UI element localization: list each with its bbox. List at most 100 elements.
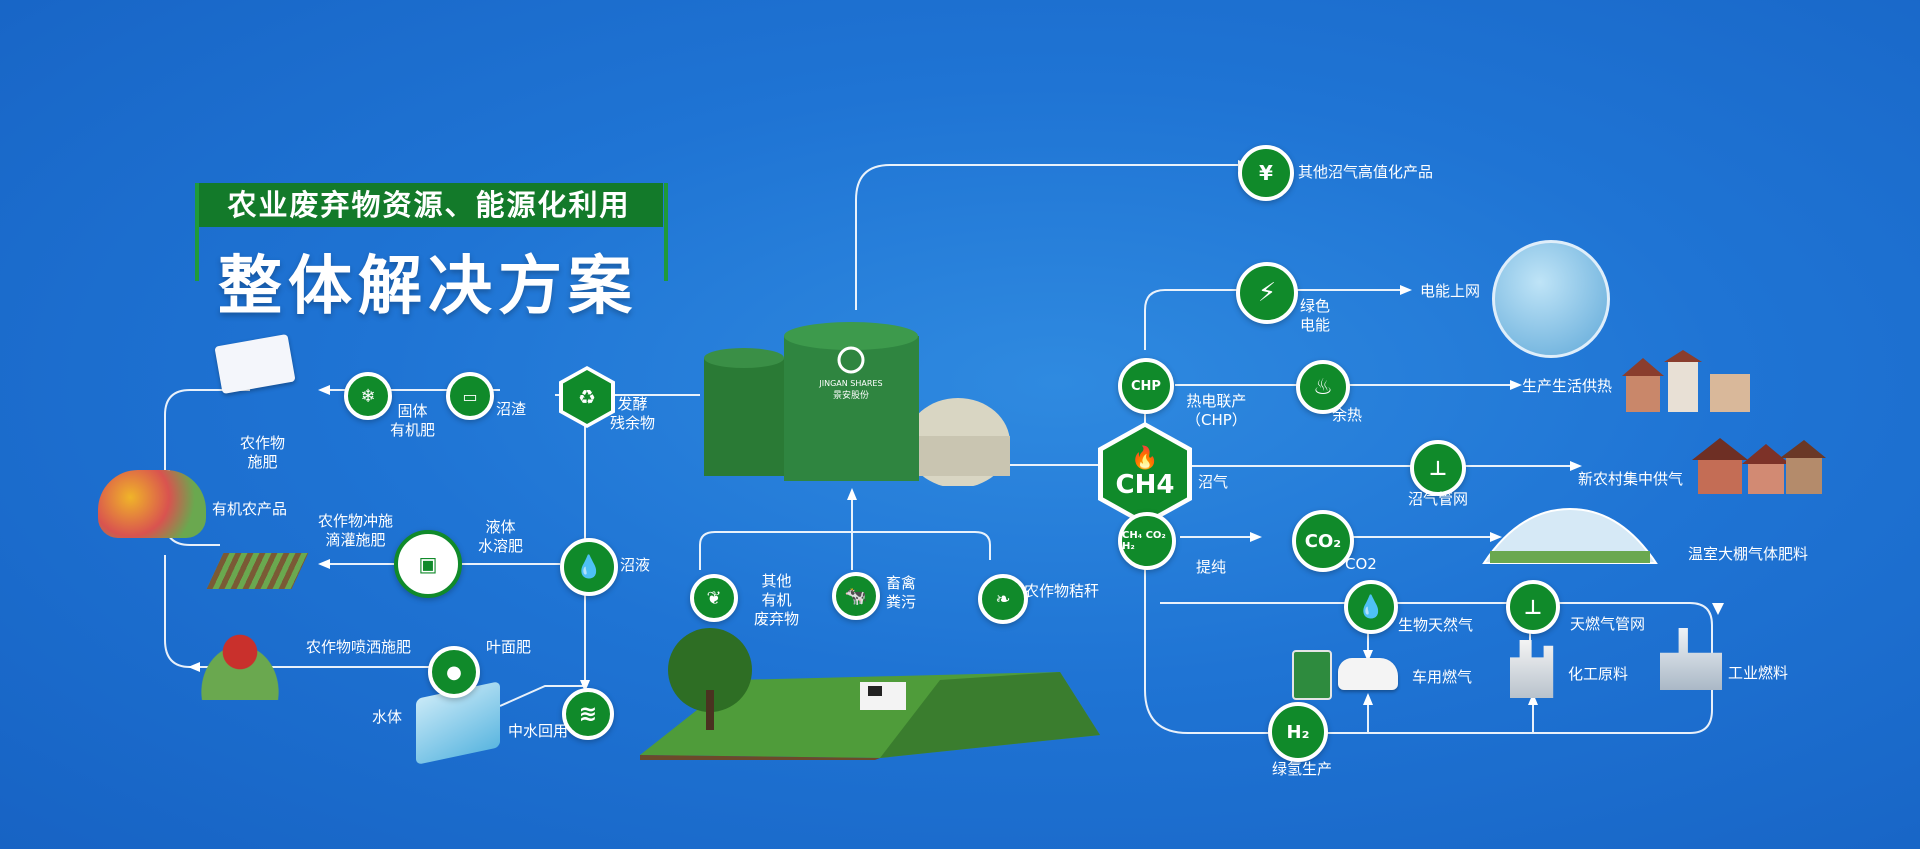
label-green-power-line1: 绿色	[1300, 297, 1331, 315]
label-village-gas: 新农村集中供气	[1578, 470, 1684, 488]
label-biogas-slurry: 沼液	[620, 556, 651, 574]
label-manure-line1: 畜禽	[886, 574, 917, 592]
lightning-icon: ⚡	[1257, 278, 1277, 308]
label-organic-waste-line3: 废弃物	[754, 610, 800, 628]
label-solid-fertilizer: 固体有机肥	[390, 402, 435, 440]
label-crop-fertilize-line2: 施肥	[247, 453, 278, 471]
pipe-joint-icon: ⊥	[1523, 595, 1543, 619]
solid-fertilizer-node: ❄	[344, 372, 392, 420]
chp-icon-label: CHP	[1131, 378, 1161, 394]
farmland-image	[640, 628, 1100, 760]
molecules-icon: CH₄ CO₂ H₂	[1122, 530, 1166, 552]
charging-station-image	[1292, 650, 1332, 700]
title-banner: 农业废弃物资源、能源化利用	[195, 183, 663, 227]
label-residue: 沼渣	[496, 400, 527, 418]
title-frame	[195, 183, 668, 281]
label-water-body: 水体	[372, 708, 403, 726]
label-liquid-fertilizer-line1: 液体	[485, 518, 516, 536]
tank-icon: ♻	[578, 385, 596, 409]
leaf-icon: ❧	[995, 588, 1011, 610]
label-drip-irrigation-line1: 农作物冲施	[318, 512, 394, 530]
label-purification: 提纯	[1196, 558, 1227, 576]
label-pipeline: 天燃气管网	[1570, 615, 1646, 633]
livestock-manure-node: 🐄	[832, 572, 880, 620]
label-foliar: 叶面肥	[486, 638, 532, 656]
label-industrial-fuel: 工业燃料	[1728, 664, 1789, 682]
reclaimed-water-node: ≋	[562, 688, 614, 740]
gas-network-node: ⊥	[1410, 440, 1466, 496]
label-co2: CO2	[1345, 555, 1377, 573]
label-green-power: 绿色电能	[1300, 297, 1330, 335]
label-organic-waste-line1: 其他	[761, 572, 792, 590]
label-other-biogas-products: 其他沼气高值化产品	[1298, 163, 1434, 181]
water-drop-icon: 💧	[575, 554, 603, 580]
waste-heat-node: ♨	[1296, 360, 1350, 414]
bio-natural-gas-node: 💧	[1344, 580, 1398, 634]
h2-icon-label: H₂	[1286, 721, 1310, 743]
other-products-node: ¥	[1238, 145, 1294, 201]
folder-icon: ▭	[462, 386, 478, 406]
label-drip-irrigation-line2: 滴灌施肥	[325, 531, 386, 549]
residue-node: ▭	[446, 372, 494, 420]
label-vehicle-fuel: 车用燃气	[1412, 668, 1473, 686]
label-digestate-line2: 残余物	[610, 414, 656, 432]
village-image	[1692, 438, 1826, 494]
co2-node: CO₂	[1292, 510, 1354, 572]
co2-icon-label: CO₂	[1304, 530, 1342, 552]
biogas-slurry-node: 💧	[560, 538, 618, 596]
label-digestate: 发酵残余物	[610, 395, 655, 433]
page-title: 整体解决方案	[218, 250, 638, 324]
heat-waves-icon: ♨	[1313, 374, 1333, 400]
label-power-grid: 电能上网	[1420, 282, 1481, 300]
label-other-organic-waste: 其他有机废弃物	[754, 572, 799, 629]
fertilizer-drops-icon: ❄	[360, 385, 376, 407]
label-drip-irrigation: 农作物冲施滴灌施肥	[318, 512, 393, 550]
label-digestate-line1: 发酵	[617, 395, 648, 413]
bucket-icon: ▣	[418, 552, 438, 576]
liquid-fertilizer-node: ▣	[394, 530, 462, 598]
other-organic-waste-node: ❦	[690, 574, 738, 622]
flame-drop-icon: 💧	[1357, 594, 1385, 620]
label-crop-fertilize: 农作物施肥	[240, 434, 285, 472]
label-liquid-fertilizer-line2: 水溶肥	[478, 537, 524, 555]
digestate-node: ♻	[563, 370, 611, 424]
ch4-label: CH4	[1115, 470, 1175, 500]
houses-image	[1622, 350, 1750, 412]
flame-icon: 🔥	[1131, 446, 1159, 471]
label-crop-straw: 农作物秸秆	[1024, 582, 1100, 600]
crop-straw-node: ❧	[978, 574, 1028, 624]
label-solid-fertilizer-line1: 固体	[397, 402, 428, 420]
label-spray: 农作物喷洒施肥	[306, 638, 412, 656]
label-greenhouse: 温室大棚气体肥料	[1688, 545, 1809, 563]
drip-irrigation-image	[206, 553, 309, 589]
label-chp-line2: （CHP）	[1186, 411, 1247, 429]
tractor-image	[180, 620, 300, 700]
label-green-power-line2: 电能	[1300, 316, 1331, 334]
grain-icon: ❦	[706, 587, 722, 609]
coins-icon: ¥	[1259, 161, 1273, 185]
purification-node: CH₄ CO₂ H₂	[1118, 512, 1176, 570]
cow-icon: 🐄	[844, 585, 868, 607]
label-biogas: 沼气	[1198, 473, 1229, 491]
pipe-icon: ⊥	[1428, 456, 1448, 480]
label-chemical-raw: 化工原料	[1568, 665, 1629, 683]
foliar-fertilizer-node: ●	[428, 646, 480, 698]
greenhouse-image	[1482, 507, 1658, 564]
green-power-node: ⚡	[1236, 262, 1298, 324]
label-crop-fertilize-line1: 农作物	[240, 434, 286, 452]
label-bio-natural-gas: 生物天然气	[1398, 616, 1474, 634]
label-livestock-manure: 畜禽粪污	[886, 574, 916, 612]
label-gas-network: 沼气管网	[1408, 490, 1469, 508]
natural-gas-pipeline-node: ⊥	[1506, 580, 1560, 634]
biogas-tanks-image: JINGAN SHARES 景安股份	[704, 322, 1010, 486]
label-liquid-fertilizer: 液体水溶肥	[478, 518, 523, 556]
label-green-hydrogen: 绿氢生产	[1272, 760, 1333, 778]
sphere-icon: ●	[446, 661, 462, 683]
label-chp-line1: 热电联产	[1186, 392, 1247, 410]
fruits-basket-image	[98, 470, 206, 538]
label-organic-produce: 有机农产品	[212, 500, 288, 518]
label-manure-line2: 粪污	[886, 593, 917, 611]
label-chp: 热电联产（CHP）	[1186, 392, 1247, 430]
label-reclaimed-water: 中水回用	[508, 722, 569, 740]
